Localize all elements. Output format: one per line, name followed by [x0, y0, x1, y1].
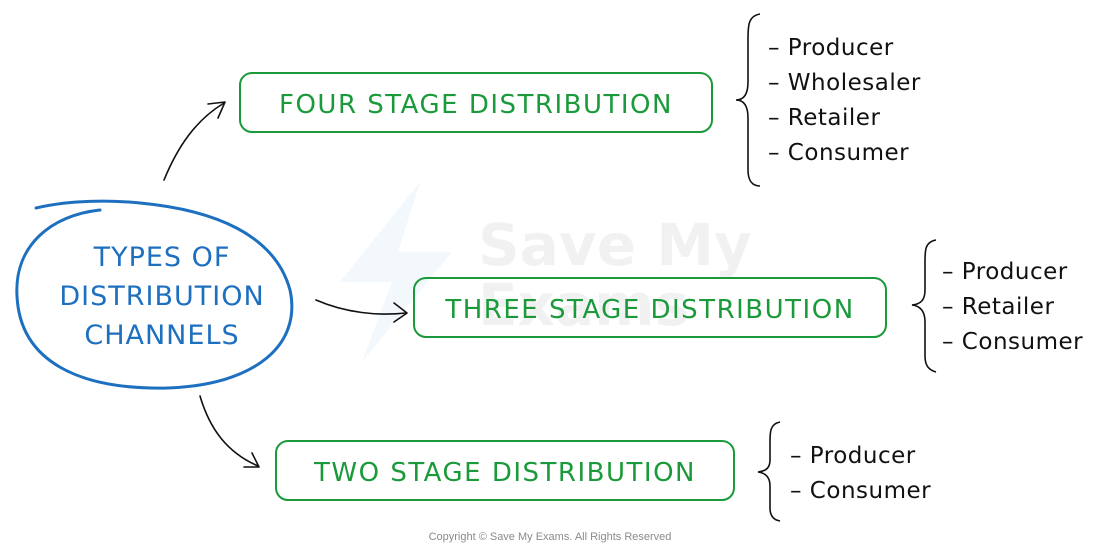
two-stage-item-1: – Producer: [790, 443, 916, 469]
watermark-logo-icon: [340, 182, 452, 362]
four-stage-item-2: – Wholesaler: [768, 70, 921, 96]
center-title-line-3: CHANNELS: [84, 320, 239, 351]
two-stage-item-2: – Consumer: [790, 478, 931, 504]
three-stage-brace: [911, 239, 937, 373]
arrow-to-two-stage: [199, 395, 259, 467]
four-stage-box: [239, 72, 713, 133]
branch-four-stage: FOUR STAGE DISTRIBUTION – Producer – Who…: [239, 13, 921, 187]
three-stage-label: THREE STAGE DISTRIBUTION: [444, 295, 854, 325]
four-stage-label: FOUR STAGE DISTRIBUTION: [279, 90, 673, 120]
center-node: TYPES OF DISTRIBUTION CHANNELS: [15, 199, 294, 390]
four-stage-item-1: – Producer: [768, 35, 894, 61]
three-stage-item-1: – Producer: [942, 259, 1068, 285]
branch-two-stage: TWO STAGE DISTRIBUTION – Producer – Cons…: [275, 421, 931, 522]
two-stage-label: TWO STAGE DISTRIBUTION: [313, 458, 696, 488]
three-stage-item-3: – Consumer: [942, 329, 1083, 355]
arrowhead-four-stage: [207, 101, 226, 119]
center-title-line-1: TYPES OF: [93, 242, 231, 273]
arrow-to-three-stage: [315, 299, 407, 315]
watermark-line-1: Save My: [478, 211, 752, 279]
center-circle: [15, 199, 294, 390]
watermark-line-2: Exams: [478, 271, 689, 339]
watermark: Save My Exams: [340, 182, 752, 362]
two-stage-brace: [757, 421, 781, 522]
three-stage-box: [413, 277, 887, 338]
connector-arrows: [163, 101, 408, 468]
arrowhead-three-stage: [393, 302, 408, 323]
center-title-line-2: DISTRIBUTION: [59, 281, 264, 312]
four-stage-item-4: – Consumer: [768, 140, 909, 166]
branch-three-stage: THREE STAGE DISTRIBUTION – Producer – Re…: [413, 239, 1083, 373]
four-stage-brace: [735, 13, 761, 187]
two-stage-box: [275, 440, 735, 501]
arrowhead-two-stage: [243, 452, 260, 468]
copyright-footer: Copyright © Save My Exams. All Rights Re…: [429, 531, 672, 543]
arrow-to-four-stage: [163, 102, 225, 181]
three-stage-item-2: – Retailer: [942, 294, 1054, 320]
four-stage-item-3: – Retailer: [768, 105, 880, 131]
